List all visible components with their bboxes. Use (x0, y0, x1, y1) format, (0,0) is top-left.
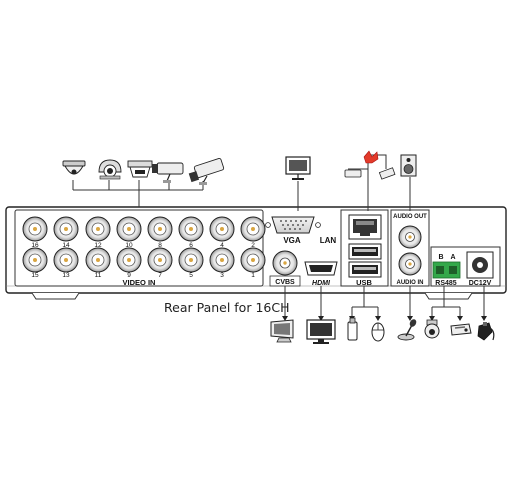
bnc-channel-number: 16 (31, 242, 39, 249)
bnc-channel-number: 7 (158, 272, 162, 279)
lan-label: LAN (320, 236, 337, 245)
rs485-terminal (432, 261, 461, 279)
video-in-label: VIDEO IN (123, 278, 156, 287)
bnc-channel-number: 13 (62, 272, 70, 279)
mouse-icon (371, 322, 385, 342)
bnc-channel-number: 9 (127, 272, 131, 279)
audio-in-jack (398, 252, 422, 276)
ptz-keyboard-icon (450, 323, 472, 336)
usb-drive-icon (347, 317, 358, 341)
bnc-port (116, 216, 142, 242)
power-adapter-icon (477, 322, 495, 341)
bnc-channel-number: 4 (220, 242, 224, 249)
bnc-port (147, 247, 173, 273)
bnc-port (22, 216, 48, 242)
rs485-b-label: B (438, 254, 443, 261)
monitor-icon (285, 156, 311, 180)
bnc-port (240, 216, 266, 242)
rs485-a-label: A (450, 254, 455, 261)
bnc-port (85, 247, 111, 273)
right-foot (424, 292, 473, 300)
bnc-channel-number: 5 (189, 272, 193, 279)
bnc-port (178, 247, 204, 273)
dc12v-label: DC12V (469, 280, 492, 287)
bnc-channel-number: 12 (94, 242, 102, 249)
bnc-port (178, 216, 204, 242)
bnc-channel-number: 15 (31, 272, 39, 279)
hdmi-label: HDMI (312, 280, 331, 287)
hdmi-port (304, 261, 338, 276)
video-in-block: 16 14 12 10 8 6 4 2 15 13 11 9 7 5 3 1 VIDEO IN (14, 209, 266, 287)
bullet-camera-icon (152, 162, 184, 183)
rs485-dc-block: B A RS485 DC12V (430, 246, 501, 287)
mini-dome-camera-icon (127, 160, 153, 178)
camera-connection-lines (72, 180, 204, 207)
usb-label: USB (356, 278, 372, 287)
bnc-channel-number: 10 (125, 242, 133, 249)
ptz-camera-icon (424, 319, 440, 339)
lan-port (348, 214, 382, 240)
turret-camera-icon (98, 159, 122, 180)
network-devices-icon (344, 150, 396, 180)
audio-in-label: AUDIO IN (397, 280, 424, 286)
bnc-port (53, 216, 79, 242)
rs485-label: RS485 (435, 280, 457, 287)
bnc-port (147, 216, 173, 242)
cvbs-monitor-icon (270, 319, 294, 343)
vga-label: VGA (283, 236, 301, 245)
usb-port-1 (348, 243, 382, 260)
bnc-port (53, 247, 79, 273)
audio-out-jack (398, 225, 422, 249)
bnc-channel-number: 1 (251, 272, 255, 279)
bottom-arrowheads (282, 316, 487, 321)
bnc-port (209, 216, 235, 242)
cvbs-label: CVBS (275, 279, 295, 286)
bnc-channel-number: 8 (158, 242, 162, 249)
bnc-channel-number: 3 (220, 272, 224, 279)
left-foot (31, 292, 80, 300)
bnc-port (22, 247, 48, 273)
audio-block: AUDIO OUT AUDIO IN (390, 209, 430, 287)
bnc-channel-number: 14 (62, 242, 70, 249)
bnc-port (240, 247, 266, 273)
bnc-port (209, 247, 235, 273)
speaker-icon (400, 154, 417, 177)
vga-connector (265, 216, 321, 234)
dome-camera-icon (62, 160, 86, 175)
bnc-port (116, 247, 142, 273)
bnc-port (85, 216, 111, 242)
bnc-channel-number: 2 (251, 242, 255, 249)
usb-port-2 (348, 261, 382, 278)
dc-power-jack (466, 251, 494, 279)
hdmi-monitor-icon (306, 319, 336, 344)
microphone-icon (397, 319, 417, 341)
cvbs-port (272, 250, 298, 276)
panel-caption: Rear Panel for 16CH (164, 300, 290, 315)
audio-out-label: AUDIO OUT (393, 214, 427, 220)
box-camera-icon (188, 158, 225, 185)
lan-usb-block: USB (340, 209, 389, 287)
bnc-channel-number: 11 (95, 272, 102, 279)
bnc-channel-number: 6 (189, 242, 193, 249)
